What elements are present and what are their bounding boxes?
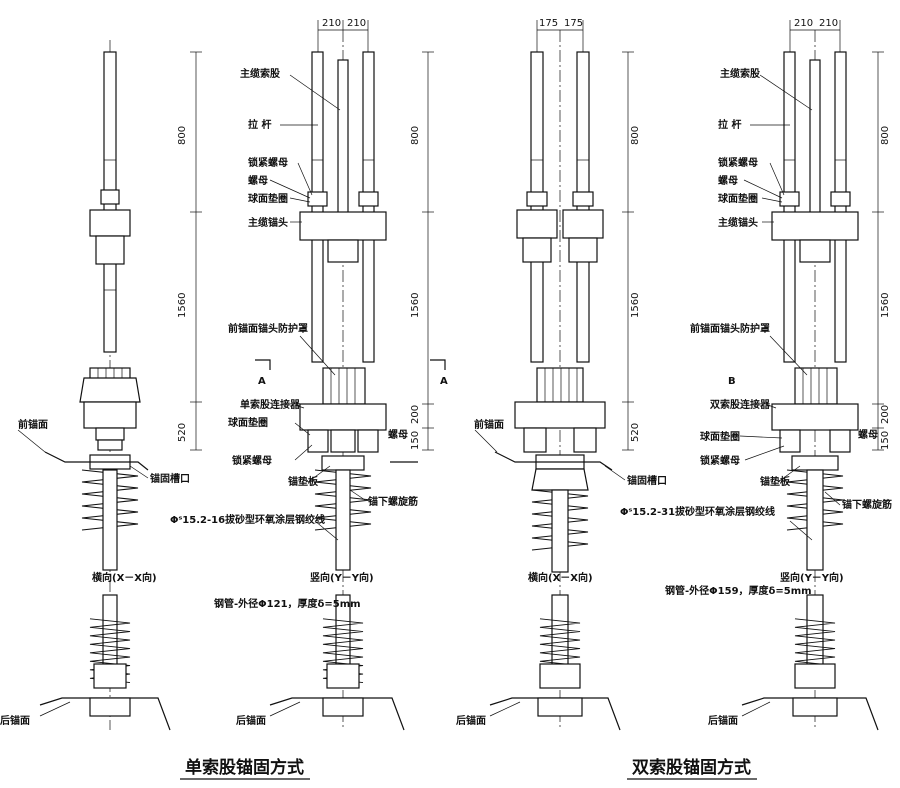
- label-double-connector: 双索股连接器: [710, 398, 771, 411]
- dim-150-d: 150: [880, 431, 891, 450]
- label-pipe-double: 钢管-外径Φ159，厚度δ=5mm: [665, 584, 812, 597]
- dim-1560-a: 1560: [177, 293, 188, 318]
- dim-520-a: 520: [177, 423, 188, 442]
- dim-1560-b: 1560: [410, 293, 421, 318]
- dim-175-a: 175: [539, 18, 558, 29]
- label-spherical-washer-2: 球面垫圈: [228, 416, 268, 429]
- dim-200-d: 200: [880, 405, 891, 424]
- dim-800-b: 800: [410, 126, 421, 145]
- label-nut-2: 螺母: [388, 428, 408, 441]
- label-nut-4: 螺母: [858, 428, 878, 441]
- label-anchor-head-2: 主缆锚头: [718, 216, 758, 229]
- dim-520-c: 520: [630, 423, 641, 442]
- label-spherical-washer-1: 球面垫圈: [248, 192, 288, 205]
- dim-800-c: 800: [630, 126, 641, 145]
- label-anchor-groove-1: 锚固槽口: [150, 472, 190, 485]
- label-section-a-1: A: [258, 376, 266, 387]
- label-front-anchor-face-1: 前锚面: [18, 418, 48, 431]
- dim-800-d: 800: [880, 126, 891, 145]
- label-section-a-2: A: [440, 376, 448, 387]
- dim-210-d: 210: [819, 18, 838, 29]
- label-anchor-plate-2: 锚垫板: [760, 475, 791, 488]
- label-nut-3: 螺母: [718, 174, 738, 187]
- dim-210-b: 210: [347, 18, 366, 29]
- label-main-strand-1: 主缆索股: [240, 67, 281, 80]
- dim-210-c: 210: [794, 18, 813, 29]
- dim-175-b: 175: [564, 18, 583, 29]
- dim-210-a: 210: [322, 18, 341, 29]
- label-rear-face-2: 后锚面: [236, 714, 266, 727]
- dim-800-a: 800: [177, 126, 188, 145]
- label-spiral-rebar-1: 锚下螺旋筋: [368, 495, 418, 508]
- label-lock-nut-1: 锁紧螺母: [248, 156, 288, 169]
- label-nut-1: 螺母: [248, 174, 268, 187]
- panel-double-vertical: [741, 20, 879, 731]
- label-anchor-head-1: 主缆锚头: [248, 216, 288, 229]
- label-front-cover-2: 前锚面锚头防护罩: [690, 322, 770, 335]
- panel-single-transverse: [39, 40, 171, 731]
- label-vertical-2: 竖向(Y－Y向): [780, 571, 844, 584]
- label-strand-single: Φˢ15.2-16拔砂型环氧涂层钢绞线: [170, 513, 325, 526]
- title-double: 双索股锚固方式: [632, 757, 751, 778]
- dim-150-b: 150: [410, 431, 421, 450]
- label-rear-face-4: 后锚面: [708, 714, 738, 727]
- label-transverse-2: 横向(X－X向): [528, 571, 593, 584]
- label-strand-double: Φˢ15.2-31拔砂型环氧涂层钢绞线: [620, 505, 775, 518]
- label-transverse-1: 横向(X－X向): [92, 571, 157, 584]
- title-single: 单索股锚固方式: [185, 757, 304, 778]
- dims-single: [190, 51, 434, 451]
- label-anchor-groove-2: 锚固槽口: [627, 474, 667, 487]
- label-main-strand-2: 主缆索股: [720, 67, 761, 80]
- leader-lines: [17, 74, 841, 717]
- dim-1560-d: 1560: [880, 293, 891, 318]
- label-front-anchor-face-2: 前锚面: [474, 418, 504, 431]
- dims-double: [622, 51, 884, 451]
- label-tie-rod-1: 拉 杆: [248, 118, 271, 131]
- label-front-cover-1: 前锚面锚头防护罩: [228, 322, 308, 335]
- label-anchor-plate-1: 锚垫板: [288, 475, 319, 488]
- label-spherical-washer-4: 球面垫圈: [700, 430, 740, 443]
- label-rear-face-1: 后锚面: [0, 714, 30, 727]
- label-pipe-single: 钢管-外径Φ121，厚度δ=5mm: [214, 597, 361, 610]
- label-section-b: B: [728, 376, 736, 387]
- label-spherical-washer-3: 球面垫圈: [718, 192, 758, 205]
- dim-200-b: 200: [410, 405, 421, 424]
- label-vertical-1: 竖向(Y－Y向): [310, 571, 374, 584]
- label-lock-nut-4: 锁紧螺母: [700, 454, 740, 467]
- label-lock-nut-3: 锁紧螺母: [718, 156, 758, 169]
- label-rear-face-3: 后锚面: [456, 714, 486, 727]
- label-single-connector: 单索股连接器: [240, 398, 301, 411]
- dim-1560-c: 1560: [630, 293, 641, 318]
- label-lock-nut-2: 锁紧螺母: [232, 454, 272, 467]
- panel-single-vertical: [255, 20, 446, 731]
- label-spiral-rebar-2: 锚下螺旋筋: [842, 498, 892, 511]
- panel-double-transverse: [489, 20, 621, 731]
- label-tie-rod-2: 拉 杆: [718, 118, 741, 131]
